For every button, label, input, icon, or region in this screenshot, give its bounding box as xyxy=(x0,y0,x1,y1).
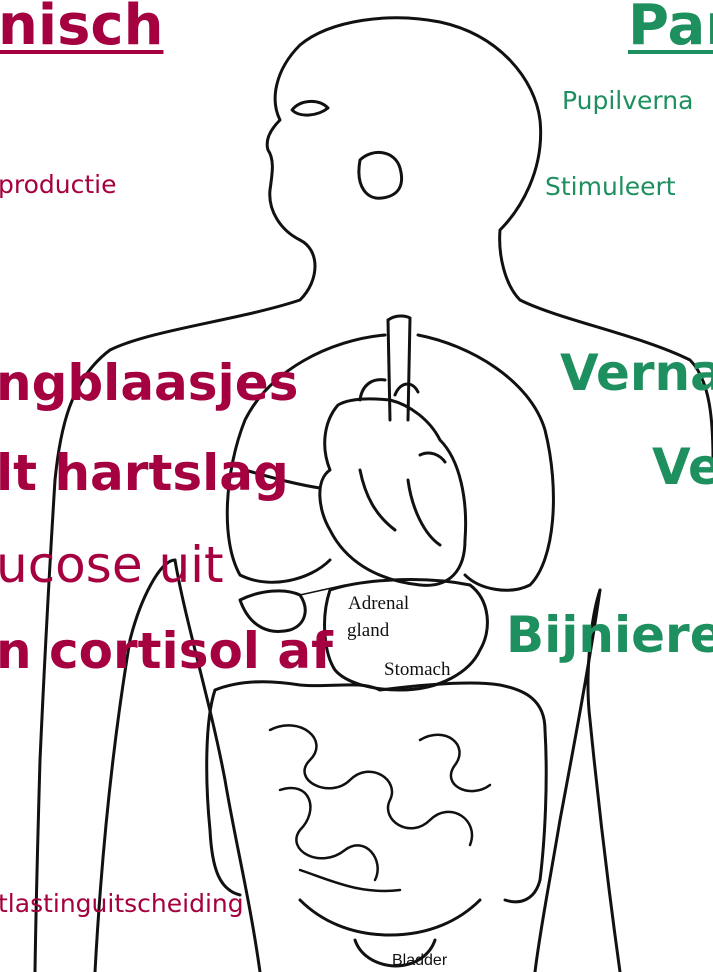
rectum xyxy=(300,900,480,935)
organ-label-adrenal-2: gland xyxy=(347,621,389,640)
eye-icon xyxy=(292,101,328,115)
sympathetic-line-2: ngblaasjes xyxy=(0,358,298,408)
sympathetic-heading: nisch xyxy=(0,0,163,54)
sympathetic-line-4: ucose uit xyxy=(0,540,224,590)
sympathetic-line-5: n cortisol af xyxy=(0,626,333,676)
sympathetic-line-3: lt hartslag xyxy=(0,448,289,498)
adrenal-leader-line xyxy=(300,585,345,595)
right-lung xyxy=(418,335,553,590)
parasympathetic-line-5: Bijniere xyxy=(506,610,713,660)
organ-label-stomach: Stomach xyxy=(384,660,451,679)
ear-icon xyxy=(359,152,402,198)
organ-label-bladder: Bladder xyxy=(392,953,447,969)
parasympathetic-line-2: Stimuleert xyxy=(545,174,676,199)
sympathetic-line-1: productie xyxy=(0,172,116,197)
heart xyxy=(320,399,466,585)
organ-label-adrenal-1: Adrenal xyxy=(348,594,409,613)
parasympathetic-line-3: Verna xyxy=(560,348,713,398)
parasympathetic-heading: Par xyxy=(628,0,713,54)
parasympathetic-line-1: Pupilverna xyxy=(562,88,693,113)
parasympathetic-line-4: Ve xyxy=(652,442,713,492)
sympathetic-line-6: tlastinguitscheiding xyxy=(0,891,244,916)
small-intestine xyxy=(270,725,490,891)
